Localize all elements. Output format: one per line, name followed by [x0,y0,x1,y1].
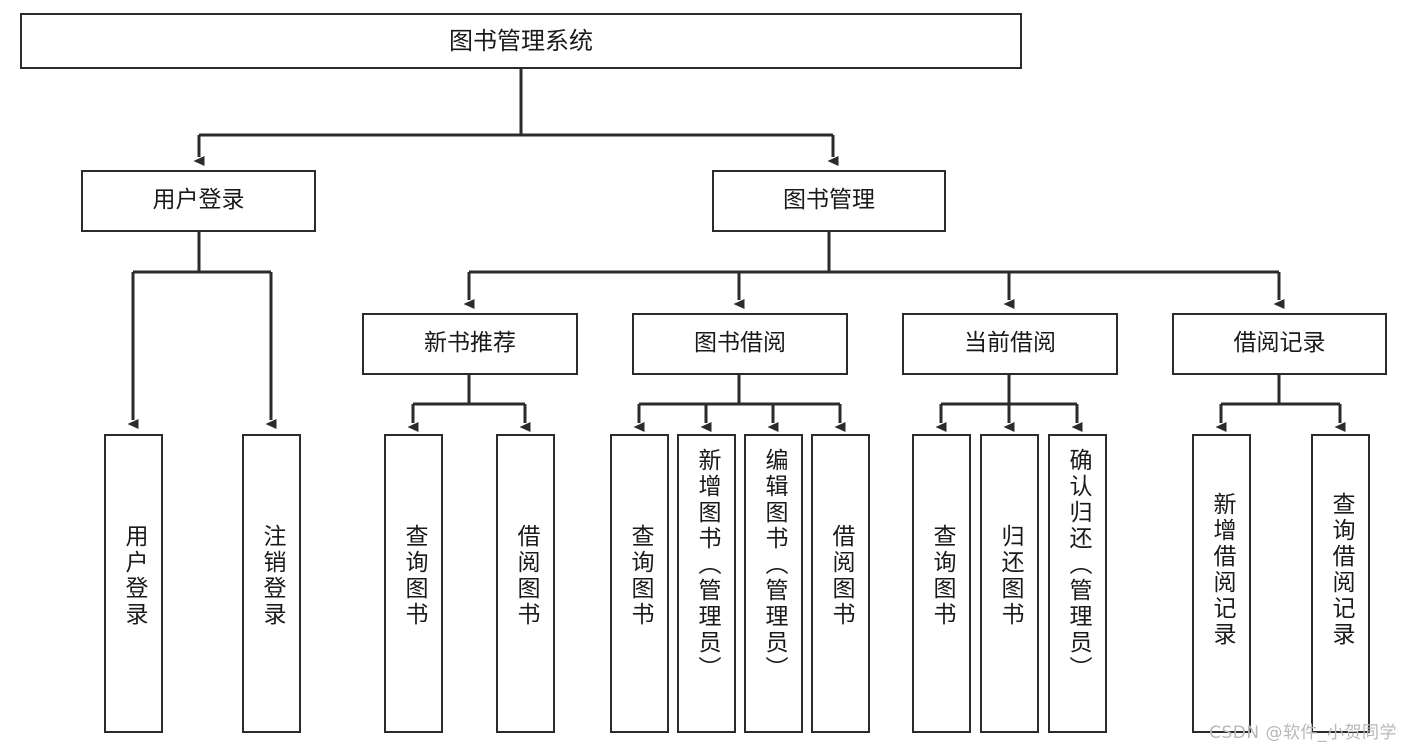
node-label: 查询借阅记录 [1328,492,1354,648]
node-label: 图书借阅 [694,330,786,357]
node-borrow-record[interactable]: 借阅记录 [1172,313,1387,375]
node-label: 确认归还（管理员） [1065,448,1091,682]
leaf-return-book[interactable]: 归还图书 [980,434,1039,733]
node-label: 查询图书 [401,524,427,628]
node-label: 新增借阅记录 [1209,492,1235,648]
leaf-query-borrow-record[interactable]: 查询借阅记录 [1311,434,1370,733]
leaf-query-book-borrow[interactable]: 查询图书 [610,434,669,733]
node-book-borrow[interactable]: 图书借阅 [632,313,848,375]
leaf-query-book-recommend[interactable]: 查询图书 [384,434,443,733]
node-label: 图书管理系统 [449,26,593,55]
node-label: 用户登录 [152,187,245,214]
node-current-borrow[interactable]: 当前借阅 [902,313,1118,375]
node-label: 图书管理 [783,187,875,214]
node-root-system[interactable]: 图书管理系统 [20,13,1022,69]
csdn-watermark: CSDN @软件_小贺同学 [1209,723,1397,743]
node-label: 注销登录 [259,524,285,628]
node-label: 归还图书 [997,524,1023,628]
node-book-manage[interactable]: 图书管理 [712,170,946,232]
leaf-add-book[interactable]: 新增图书（管理员） [677,434,736,733]
node-label: 当前借阅 [964,330,1056,357]
leaf-edit-book[interactable]: 编辑图书（管理员） [744,434,803,733]
node-label: 新增图书（管理员） [694,448,720,682]
node-label: 编辑图书（管理员） [761,448,787,682]
node-label: 查询图书 [929,524,955,628]
leaf-logout-login[interactable]: 注销登录 [242,434,301,733]
leaf-query-book-current[interactable]: 查询图书 [912,434,971,733]
node-label: 查询图书 [627,524,653,628]
leaf-borrow-book[interactable]: 借阅图书 [811,434,870,733]
node-label: 用户登录 [121,524,147,628]
leaf-add-borrow-record[interactable]: 新增借阅记录 [1192,434,1251,733]
leaf-borrow-book-recommend[interactable]: 借阅图书 [496,434,555,733]
node-label: 新书推荐 [424,330,516,357]
node-label: 借阅图书 [513,524,539,628]
node-label: 借阅图书 [828,524,854,628]
leaf-user-login[interactable]: 用户登录 [104,434,163,733]
node-label: 借阅记录 [1233,330,1326,357]
leaf-confirm-return[interactable]: 确认归还（管理员） [1048,434,1107,733]
node-user-login[interactable]: 用户登录 [81,170,316,232]
node-new-book-recommend[interactable]: 新书推荐 [362,313,578,375]
